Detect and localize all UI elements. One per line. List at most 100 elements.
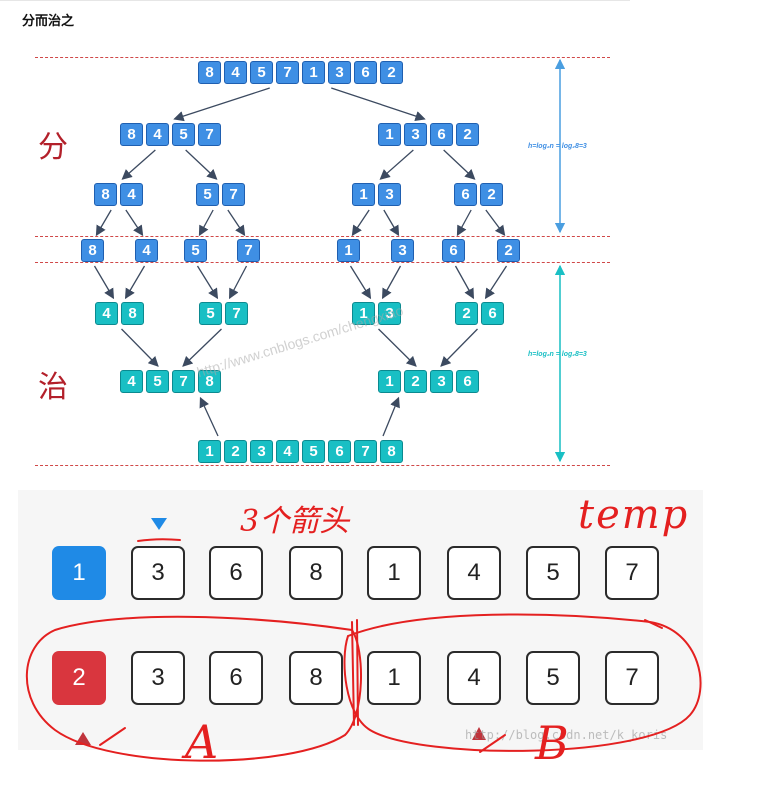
tree-arrow	[182, 328, 222, 367]
tree-arrow	[443, 149, 476, 180]
tree-arrow	[229, 265, 248, 300]
array-cell: 5	[199, 302, 222, 325]
divide-label: 分	[38, 130, 68, 165]
array-cell: 1	[352, 302, 375, 325]
value-box: 3	[131, 651, 185, 705]
array-cell: 7	[172, 370, 195, 393]
tree-arrow	[454, 265, 475, 300]
panel-watermark: http://blog.csdn.net/k_koris	[465, 728, 668, 742]
array-cell: 4	[276, 440, 299, 463]
page-title: 分而治之	[22, 13, 75, 28]
guide-line-bottom	[35, 465, 610, 466]
array-cell: 3	[404, 123, 427, 146]
array-cell: 7	[276, 61, 299, 84]
guide-line-split-end	[35, 236, 610, 237]
top-divider	[0, 0, 630, 1]
array-cell: 1	[302, 61, 325, 84]
tick-mark	[479, 734, 506, 753]
tree-arrow	[378, 328, 417, 367]
array-cell: 5	[196, 183, 219, 206]
pointer-up-icon	[472, 727, 486, 740]
tree-arrow	[173, 87, 270, 122]
array-cell: 4	[135, 239, 158, 262]
value-box: 4	[447, 651, 501, 705]
guide-line-top	[35, 57, 610, 58]
group-b-label: B	[535, 716, 569, 770]
tree-arrow	[124, 265, 146, 300]
array-cell: 5	[184, 239, 207, 262]
array-cell: 6	[442, 239, 465, 262]
array-cell: 2	[455, 302, 478, 325]
array-cell: 3	[430, 370, 453, 393]
array-cell: 3	[391, 239, 414, 262]
tree-arrow	[121, 149, 156, 180]
tree-arrow	[198, 209, 214, 237]
group-a-label: A	[185, 715, 219, 769]
value-box: 8	[289, 651, 343, 705]
tree-arrow	[484, 265, 508, 300]
value-box: 5	[526, 546, 580, 600]
array-cell: 7	[225, 302, 248, 325]
array-cell: 7	[237, 239, 260, 262]
merge-height-label: h=log₂n = log₂8=3	[528, 351, 587, 358]
array-cell: 4	[120, 183, 143, 206]
value-box: 7	[605, 546, 659, 600]
pointer-down-icon	[151, 518, 167, 530]
value-box: 6	[209, 651, 263, 705]
merge-step-panel	[18, 490, 703, 750]
array-cell: 2	[456, 123, 479, 146]
tree-arrow	[121, 328, 159, 367]
tree-arrow	[351, 209, 370, 237]
array-cell: 7	[198, 123, 221, 146]
array-cell: 4	[95, 302, 118, 325]
array-cell: 3	[250, 440, 273, 463]
array-cell: 2	[480, 183, 503, 206]
tree-arrow	[227, 209, 246, 237]
tree-arrow	[331, 87, 426, 122]
tree-arrow	[185, 149, 218, 180]
array-cell: 8	[380, 440, 403, 463]
array-cell: 8	[81, 239, 104, 262]
tick-mark	[99, 727, 126, 746]
array-cell: 7	[354, 440, 377, 463]
tree-arrow	[349, 265, 372, 300]
split-height-label: h=log₂n = log₂8=3	[528, 143, 587, 150]
array-cell: 6	[454, 183, 477, 206]
value-box: 5	[526, 651, 580, 705]
tree-arrow	[199, 396, 219, 437]
divider-stroke	[356, 619, 359, 726]
array-cell: 1	[352, 183, 375, 206]
tree-arrow	[382, 396, 400, 437]
array-cell: 5	[250, 61, 273, 84]
array-cell: 8	[198, 61, 221, 84]
divider-stroke	[351, 621, 355, 726]
group-b-ellipse	[343, 613, 702, 752]
tree-arrow	[485, 209, 506, 237]
value-box: 3	[131, 546, 185, 600]
array-cell: 7	[222, 183, 245, 206]
array-cell: 2	[404, 370, 427, 393]
value-box: 8	[289, 546, 343, 600]
array-cell: 4	[120, 370, 143, 393]
conquer-label: 治	[38, 370, 68, 405]
tree-arrow	[125, 209, 144, 237]
array-cell: 1	[337, 239, 360, 262]
tree-arrow	[381, 265, 402, 300]
tree-arrow	[93, 265, 115, 300]
tree-arrows	[93, 58, 566, 463]
array-cell: 5	[302, 440, 325, 463]
tree-arrow	[383, 209, 400, 237]
tree-arrow	[379, 149, 414, 180]
array-cell: 3	[378, 302, 401, 325]
group-a-ellipse	[25, 615, 363, 762]
pointer-index-box: 1	[52, 546, 106, 600]
guide-line-merge-start	[35, 262, 610, 263]
array-cell: 8	[94, 183, 117, 206]
tree-arrow	[440, 328, 478, 367]
array-cell: 2	[497, 239, 520, 262]
array-cell: 6	[481, 302, 504, 325]
value-box: 6	[209, 546, 263, 600]
pointer-index-box: 2	[52, 651, 106, 705]
array-cell: 4	[146, 123, 169, 146]
